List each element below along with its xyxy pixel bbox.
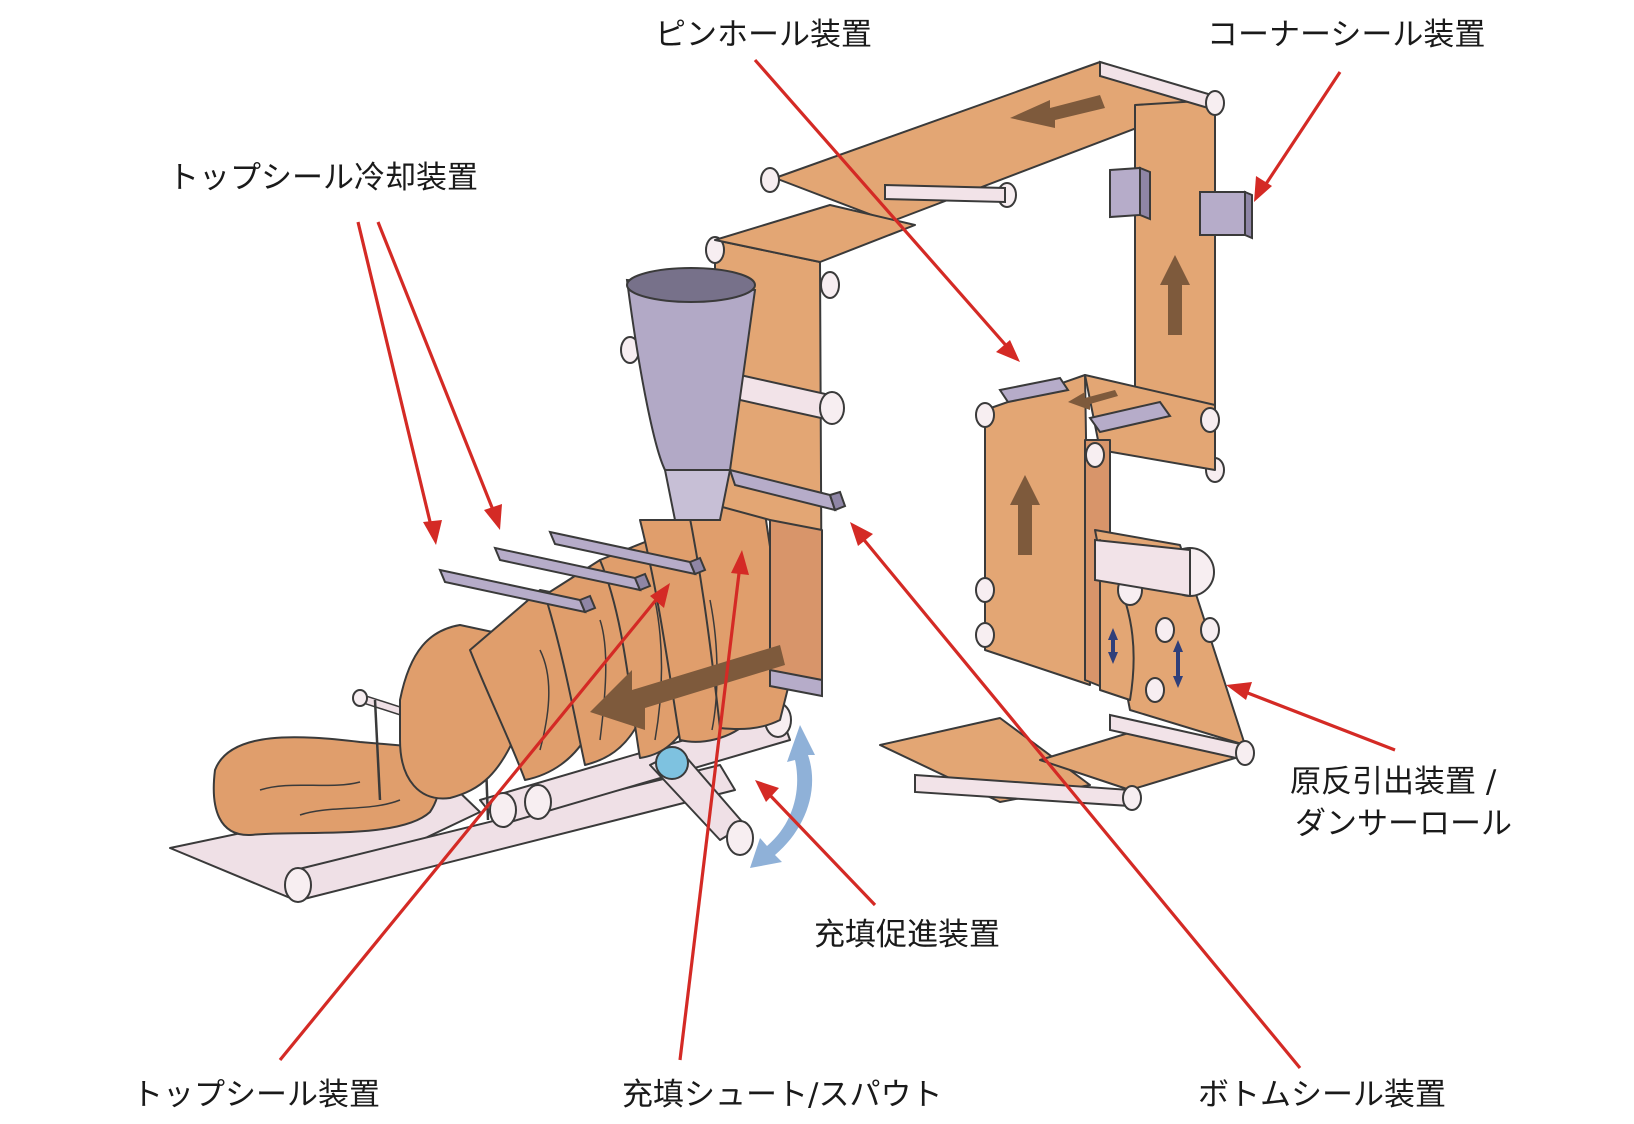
label-top-seal: トップシール装置 [132,1077,380,1113]
filling-hopper [625,267,757,521]
bag-flow-arrow [590,645,785,730]
label-top-seal-cooling: トップシール冷却装置 [168,160,478,196]
overhead-film-path [714,60,1253,483]
label-film-unwind-1: 原反引出装置 / [1290,764,1497,800]
leader-lines [278,58,1396,1070]
finished-bag [212,736,441,837]
top-seal-bars [438,530,707,614]
label-corner-seal: コーナーシール装置 [1207,17,1485,53]
fill-promote-wheel [655,746,689,780]
swing-arrow [750,725,815,868]
label-fill-chute: 充填シュート/スパウト [622,1077,942,1113]
label-film-unwind-2: ダンサーロール [1295,806,1512,842]
pinhole-and-dancer-section [879,374,1255,811]
label-pinhole: ピンホール装置 [655,17,872,53]
label-fill-promote: 充填促進装置 [814,917,1000,953]
dancer-arrows [1108,628,1183,688]
label-bottom-seal: ボトムシール装置 [1198,1077,1446,1113]
